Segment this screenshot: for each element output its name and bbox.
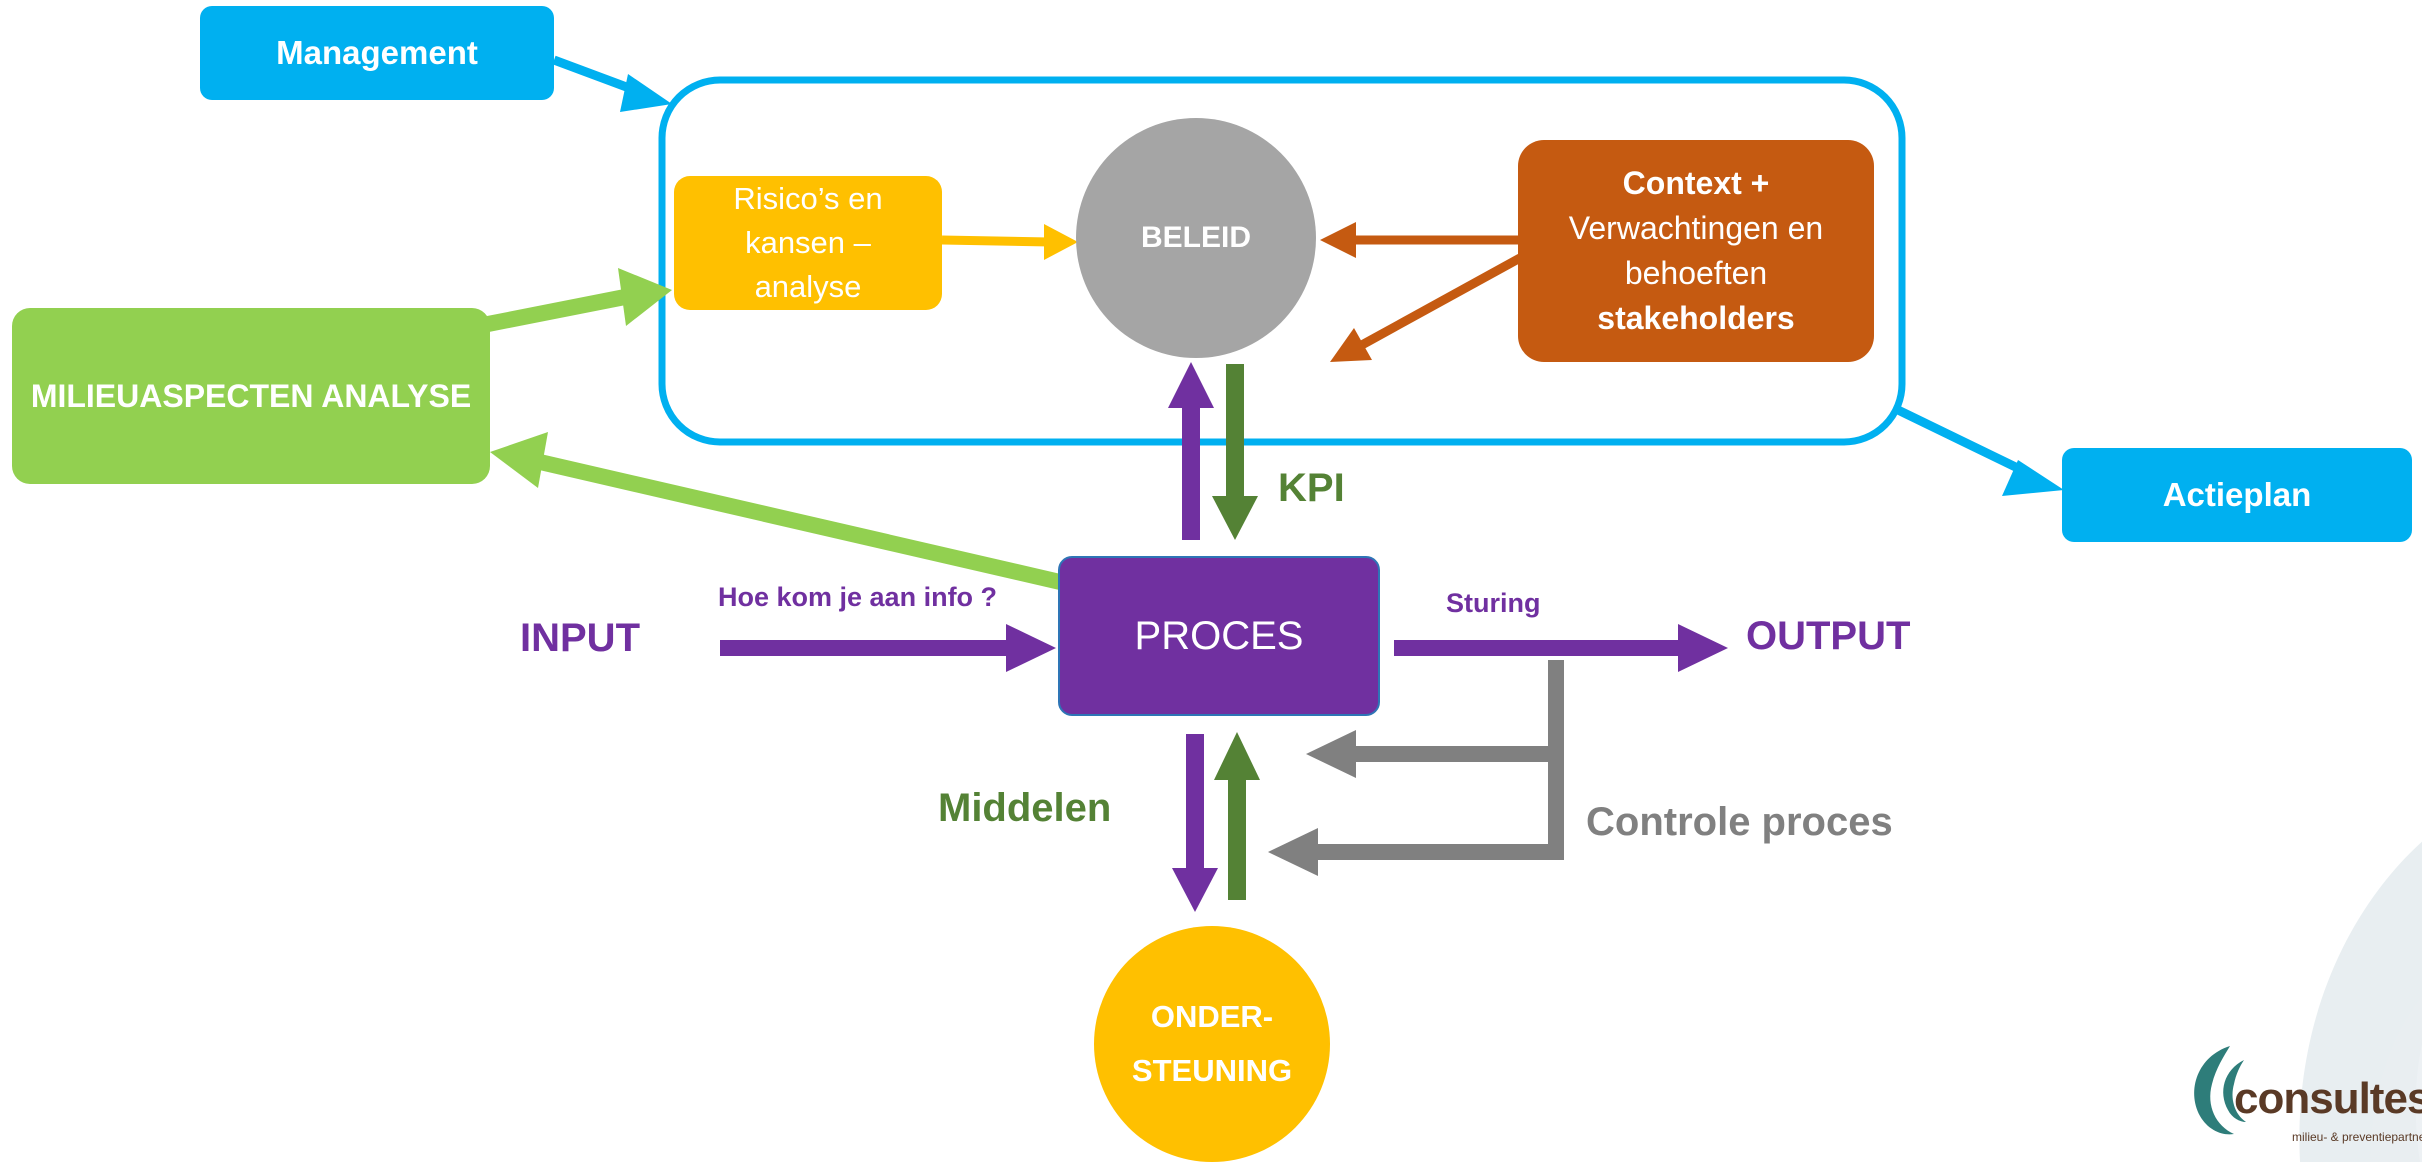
arrow-proces-to-milieu (490, 432, 1062, 590)
ondersteuning-line-1: ONDER- (1150, 999, 1274, 1034)
risico-line-2: kansen – (745, 225, 871, 260)
milieuaspecten-analyse-label: MILIEUASPECTEN ANALYSE (30, 377, 472, 414)
milieuaspecten-analyse-node: MILIEUASPECTEN ANALYSE (12, 308, 490, 484)
arrow-risico-to-beleid (941, 224, 1078, 260)
arrow-output (1394, 624, 1728, 672)
consultes-logo-icon (2194, 1046, 2246, 1135)
arrow-management-to-frame (552, 55, 672, 112)
management-label: Management (276, 34, 478, 71)
risico-kansen-node: Risico’s en kansen – analyse (674, 176, 942, 310)
proces-label: PROCES (1134, 613, 1304, 658)
proces-node: PROCES (1058, 556, 1380, 716)
swirl-watermark-icon (2299, 841, 2422, 1162)
policy-frame (658, 76, 1906, 446)
ondersteuning-node: ONDER- STEUNING (1094, 926, 1330, 1162)
logo-wordmark: consultes (2234, 1074, 2422, 1123)
arrow-beleid-to-proces-kpi (1212, 364, 1258, 540)
actieplan-label: Actieplan (2162, 476, 2312, 513)
arrow-ondersteuning-to-proces-middelen (1214, 732, 1260, 900)
context-line-2: Verwachtingen en (1568, 210, 1824, 246)
input-label: INPUT (520, 616, 640, 660)
kpi-label: KPI (1278, 466, 1345, 510)
sturing-label: Sturing (1446, 588, 1541, 618)
context-stakeholders-node: Context + Verwachtingen en behoeften sta… (1518, 140, 1874, 362)
ondersteuning-line-2: STEUNING (1131, 1053, 1293, 1088)
context-line-3: behoeften (1624, 255, 1768, 291)
arrow-context-diagonal (1330, 254, 1523, 362)
consultes-logo: consultes milieu- & preventiepartner (2172, 1030, 2422, 1160)
management-node: Management (200, 6, 554, 100)
arrow-milieu-to-risico (486, 268, 672, 332)
context-line-1: Context + (1622, 165, 1770, 201)
logo-tagline: milieu- & preventiepartner (2292, 1130, 2422, 1144)
arrow-proces-to-ondersteuning (1172, 734, 1218, 912)
arrow-input (720, 624, 1056, 672)
risico-line-1: Risico’s en (733, 181, 883, 216)
output-label: OUTPUT (1746, 614, 1911, 658)
actieplan-node: Actieplan (2062, 448, 2412, 542)
hoe-kom-je-aan-info-label: Hoe kom je aan info ? (718, 582, 998, 612)
arrow-context-to-beleid (1320, 222, 1518, 258)
risico-line-3: analyse (754, 269, 862, 304)
arrow-proces-to-beleid (1168, 362, 1214, 540)
middelen-label: Middelen (938, 786, 1112, 830)
arrow-controle-feedback (1268, 660, 1564, 876)
context-line-4: stakeholders (1597, 300, 1795, 336)
beleid-node: BELEID (1076, 118, 1316, 358)
beleid-label: BELEID (1140, 221, 1251, 254)
controle-proces-label: Controle proces (1586, 800, 1893, 844)
arrow-frame-to-actieplan (1896, 405, 2064, 496)
